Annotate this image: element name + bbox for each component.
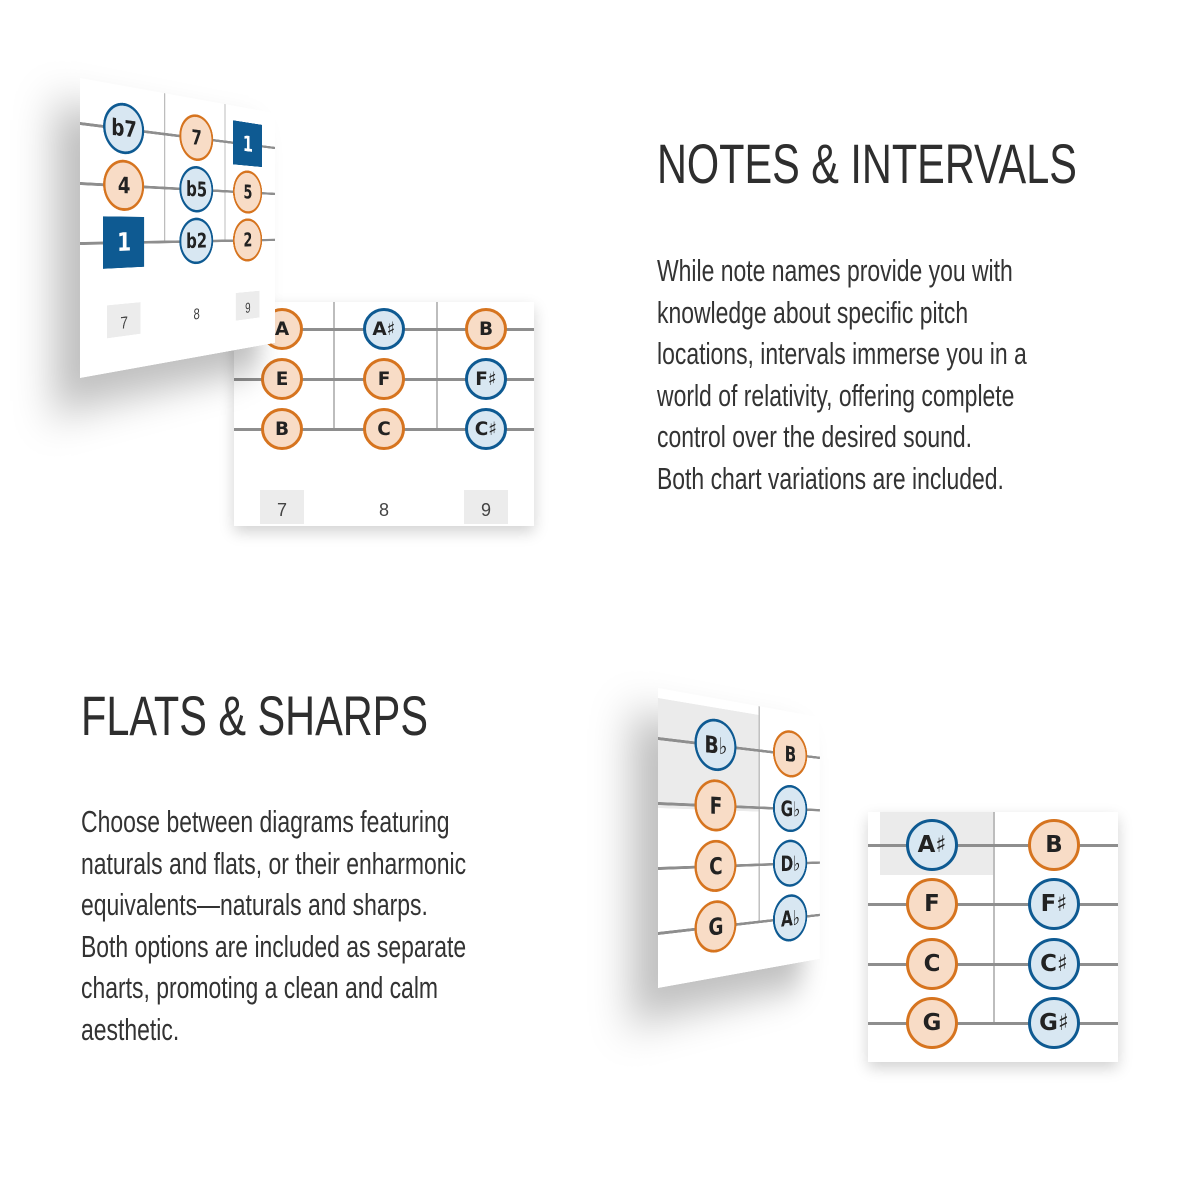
note-marker: A♭	[772, 892, 808, 944]
description-line: knowledge about specific pitch	[657, 294, 969, 330]
note-marker: F	[363, 358, 405, 400]
fret-number: 8	[193, 305, 200, 323]
description-line: While note names provide you with	[657, 253, 1013, 288]
description-line: world of relativity, offering complete	[657, 377, 1015, 413]
description-line: Both options are included as separate	[81, 928, 467, 964]
note-marker: G♭	[772, 783, 808, 833]
flats-sharps-description: Choose between diagrams featuring natural…	[81, 801, 466, 1051]
note-marker: A♯	[363, 308, 405, 350]
fret-line	[436, 302, 438, 431]
description-line: locations, intervals immerse you in a	[657, 336, 1027, 372]
note-marker: 7	[179, 111, 214, 163]
note-marker: b5	[179, 164, 214, 213]
guitar-string	[868, 844, 1118, 847]
note-marker: F	[906, 878, 958, 930]
note-marker: C♯	[465, 408, 507, 450]
note-marker: G	[694, 898, 737, 956]
note-marker: F♯	[465, 358, 507, 400]
note-marker: G♯	[1028, 997, 1080, 1049]
note-marker: B	[465, 308, 507, 350]
note-marker: C♯	[1028, 938, 1080, 990]
description-line: charts, promoting a clean and calm	[81, 970, 439, 1006]
root-note-marker: 1	[103, 216, 145, 269]
note-marker: B	[261, 408, 303, 450]
fret-number: 7	[260, 490, 304, 524]
note-marker: G	[906, 997, 958, 1049]
note-marker: D♭	[772, 839, 808, 888]
notes-intervals-description: While note names provide you with knowled…	[657, 250, 1027, 500]
note-marker: B	[1028, 819, 1080, 871]
description-line: equivalents—naturals and sharps.	[81, 887, 428, 923]
note-marker: 2	[232, 218, 263, 263]
description-line: Choose between diagrams featuring	[81, 804, 450, 839]
fret-line	[224, 104, 226, 243]
fret-line	[758, 706, 760, 924]
description-line: naturals and flats, or their enharmonic	[81, 845, 467, 881]
note-marker: E	[261, 358, 303, 400]
note-marker: C	[906, 938, 958, 990]
note-marker: 5	[232, 169, 263, 214]
note-marker: A♯	[906, 819, 958, 871]
fret-line	[333, 302, 335, 431]
note-marker: F♯	[1028, 878, 1080, 930]
description-line: Both chart variations are included.	[657, 460, 1004, 496]
guitar-string	[868, 1022, 1118, 1025]
fret-number: 7	[107, 302, 141, 339]
fret-line	[993, 812, 995, 1025]
flats-sharps-heading: FLATS & SHARPS	[81, 684, 428, 747]
root-note-marker: 1	[232, 120, 263, 168]
description-line: control over the desired sound.	[657, 419, 972, 455]
fret-number: 8	[378, 500, 389, 520]
note-marker: 4	[103, 157, 145, 212]
note-marker: b2	[179, 217, 214, 265]
fret-number: 9	[464, 490, 508, 524]
note-marker: B	[772, 727, 808, 779]
note-marker: b7	[103, 99, 145, 157]
description-line: aesthetic.	[81, 1011, 180, 1047]
notes-intervals-heading: NOTES & INTERVALS	[657, 132, 1077, 195]
fret-number: 9	[235, 290, 260, 321]
guitar-string	[868, 963, 1118, 966]
note-marker: C	[363, 408, 405, 450]
note-marker: C	[694, 839, 737, 894]
guitar-string	[868, 903, 1118, 906]
fret-line	[163, 93, 166, 244]
